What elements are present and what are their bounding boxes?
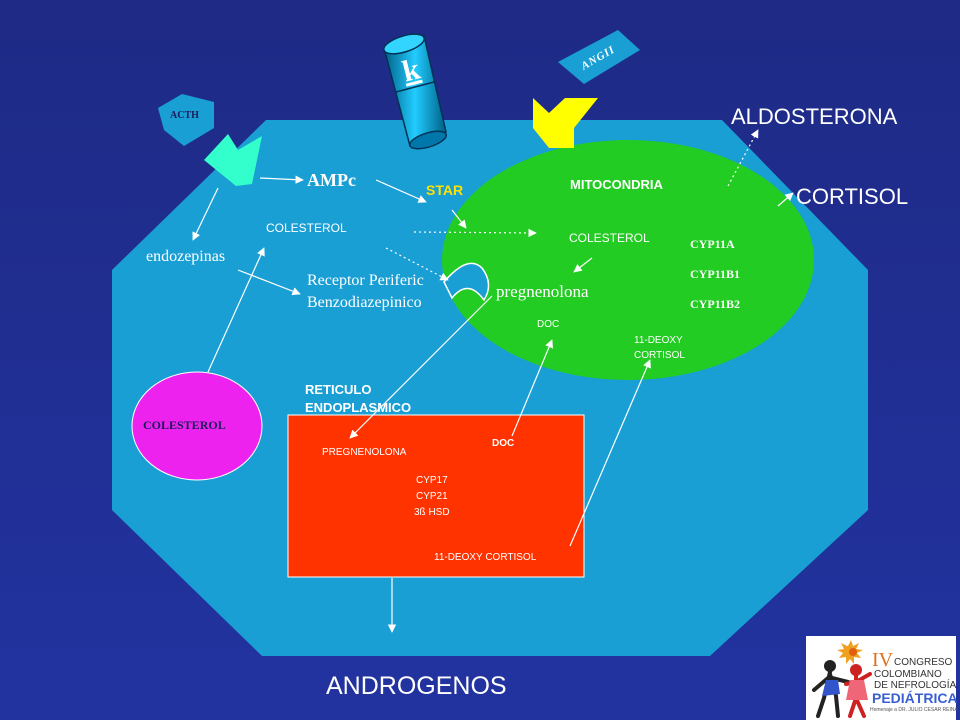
arrow-receptor-to-ampc — [259, 175, 304, 184]
receptor-label-line1: Receptor Periferic — [307, 272, 424, 289]
arrow-mito-colesterol-to-pregnenolona — [573, 257, 593, 273]
mitochondria — [442, 140, 814, 380]
colesterol-mito-label: COLESTEROL — [569, 231, 650, 245]
arrow-blob-to-colesterol — [207, 247, 265, 373]
dotted-arrow-colesterol-to-receptor — [385, 247, 449, 281]
star-label: STAR — [426, 182, 464, 198]
deoxy-er-label: 11-DEOXY CORTISOL — [434, 552, 537, 563]
reticulo-label-line2: ENDOPLASMICO — [305, 400, 412, 415]
colesterol-cytoplasm-label: COLESTEROL — [266, 221, 347, 235]
congress-logo: IV CONGRESO COLOMBIANO DE NEFROLOGÍA PED… — [806, 636, 958, 720]
logo-iv: IV — [872, 649, 894, 671]
logo-line5: Homenaje a DR. JULIO CESAR REINA — [870, 707, 958, 713]
angii-hormone-icon — [558, 30, 640, 84]
dotted-arrow-colesterol-to-mito — [413, 228, 537, 238]
endoplasmic-reticulum — [287, 414, 585, 578]
arrow-endozepinas-to-receptor — [237, 269, 301, 296]
logo-line2: COLOMBIANO — [874, 669, 942, 680]
arrow-receptor-to-endozepinas — [192, 187, 219, 241]
doc-er-label: DOC — [492, 438, 515, 449]
arrow-mito-to-cortisol — [777, 192, 794, 207]
cortisol-label: CORTISOL — [796, 184, 909, 209]
arrow-ampc-to-star — [375, 179, 427, 203]
dotted-arrow-mito-to-aldosterona — [727, 129, 759, 187]
cyp11b2-label: CYP11B2 — [690, 297, 741, 311]
deoxy-mito-label-line1: 11-DEOXY — [634, 335, 683, 346]
receptor-label-line2: Benzodiazepinico — [307, 294, 422, 311]
logo-line3: DE NEFROLOGÍA — [874, 680, 957, 691]
androgenos-label: ANDROGENOS — [326, 672, 507, 700]
benzodiazepine-receptor-icon — [443, 262, 490, 302]
arrow-star-to-mito — [451, 209, 467, 229]
angii-receptor-icon — [533, 98, 598, 148]
ampc-label: AMPc — [307, 170, 356, 190]
pregnenolona-mito-label: pregnenolona — [496, 282, 589, 301]
pregnenolona-er-label: PREGNENOLONA — [322, 447, 407, 458]
arrow-er-doc-to-mito-doc — [511, 339, 553, 437]
mitocondria-label: MITOCONDRIA — [570, 177, 663, 192]
arrow-pregnenolona-to-er — [349, 295, 493, 439]
endozepinas-label: endozepinas — [146, 248, 226, 265]
hsd-label: 3ß HSD — [414, 507, 450, 518]
cyp11b1-label: CYP11B1 — [690, 267, 741, 281]
colesterol-droplet-label: COLESTEROL — [143, 418, 226, 432]
logo-line1: CONGRESO — [894, 657, 953, 668]
aldosterona-label: ALDOSTERONA — [731, 104, 898, 129]
cholesterol-droplet — [131, 371, 263, 481]
deoxy-mito-label-line2: CORTISOL — [634, 350, 685, 361]
cyp17-label: CYP17 — [416, 475, 448, 486]
reticulo-label-line1: RETICULO — [305, 382, 372, 397]
cyp11a-label: CYP11A — [690, 237, 735, 251]
children-figures-icon — [812, 640, 872, 718]
arrow-er-deoxy-to-mito-deoxy — [569, 359, 651, 547]
cyp21-label: CYP21 — [416, 491, 448, 502]
potassium-channel-icon — [383, 33, 448, 150]
acth-receptor-icon — [204, 134, 262, 186]
acth-hormone-icon — [158, 94, 214, 146]
doc-mito-label: DOC — [537, 319, 560, 330]
logo-line4: PEDIÁTRICA — [872, 690, 958, 706]
acth-label: ACTH — [170, 110, 199, 121]
